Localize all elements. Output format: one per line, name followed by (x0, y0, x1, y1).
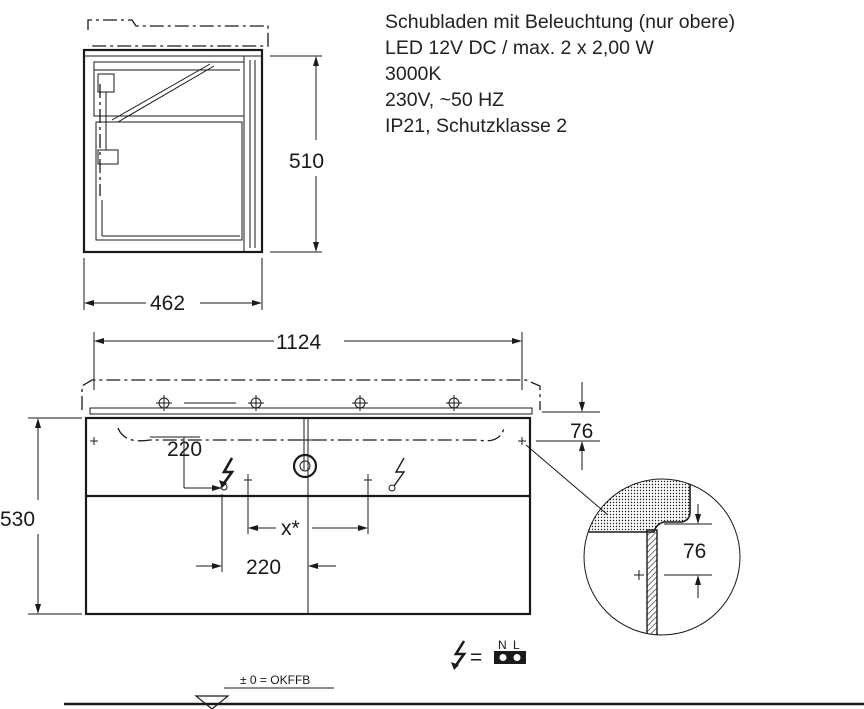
side-cabinet-body (82, 48, 264, 254)
terminal-l-label: L (513, 638, 520, 652)
level-triangle-icon (194, 695, 230, 709)
electrical-legend: = N L (451, 638, 526, 670)
front-countertop-outline (81, 379, 541, 410)
front-top-offset-dimension: 76 (570, 420, 593, 443)
electrical-symbol-right (388, 457, 406, 492)
terminal-n-label: N (498, 638, 507, 652)
floor-level-label: ± 0 = OKFFB (240, 673, 310, 687)
side-power-supply (97, 149, 119, 165)
spec-drawers-lighting: Schubladen mit Beleuchtung (nur obere) (385, 11, 736, 33)
side-lower-drawer (95, 121, 243, 241)
side-upper-drawer (93, 61, 245, 117)
lightning-icon (452, 640, 467, 669)
front-height-dimension: 530 (0, 508, 35, 531)
side-countertop-outline (87, 19, 269, 47)
side-height-dimension: 510 (289, 150, 324, 173)
side-front-panel (243, 55, 263, 253)
center-spacing-dimension: x* (281, 517, 300, 540)
electrical-symbol-left (219, 457, 235, 491)
lower-outlet-spacing-dimension: 220 (246, 556, 281, 579)
spec-voltage: 230V, ~50 HZ (385, 89, 505, 111)
front-countertop-slab (89, 407, 533, 415)
upper-outlet-spacing-dimension: 220 (167, 438, 202, 461)
spec-protection-class: IP21, Schutzklasse 2 (385, 115, 568, 137)
detail-view: 76 (583, 478, 741, 636)
spec-color-temperature: 3000K (385, 63, 442, 85)
detail-offset-dimension: 76 (683, 540, 706, 563)
tap-hole-markers (156, 395, 462, 411)
terminal-block-icon (494, 651, 526, 664)
side-view: 510 462 (82, 19, 324, 315)
front-width-dimension: 1124 (276, 331, 321, 354)
front-view: 1124 (0, 331, 609, 616)
detail-leader-line (525, 444, 609, 516)
side-depth-dimension: 462 (150, 292, 185, 315)
drain-outlet (292, 453, 318, 479)
spec-led-power: LED 12V DC / max. 2 x 2,00 W (385, 37, 654, 59)
legend-equals: = (470, 646, 482, 669)
floor-level: ± 0 = OKFFB (64, 673, 864, 709)
